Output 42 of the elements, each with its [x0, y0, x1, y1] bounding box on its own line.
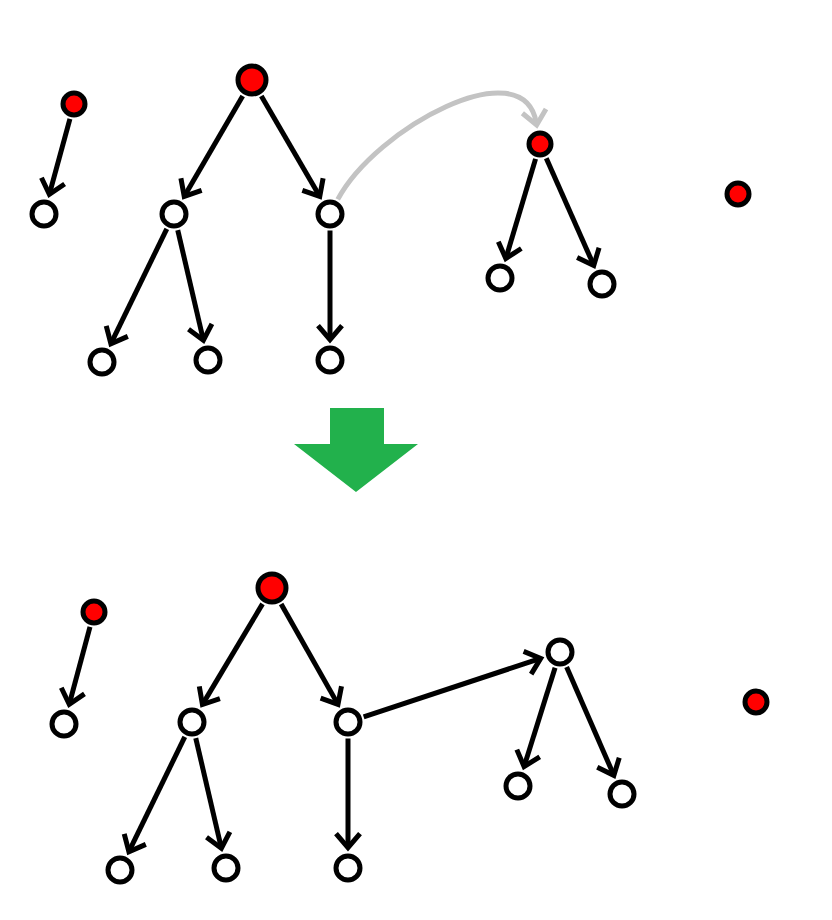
- root-node-circle: [255, 571, 289, 605]
- node-circle: [105, 855, 135, 885]
- arrow: [278, 602, 344, 708]
- node-circle: [211, 853, 241, 883]
- node-circle: [177, 707, 207, 737]
- node-circle: [193, 345, 223, 375]
- node-circle: [333, 853, 363, 883]
- arrow: [193, 737, 233, 852]
- node-circle: [485, 263, 515, 293]
- arrow: [362, 649, 545, 720]
- arrow: [103, 227, 170, 348]
- node-circle: [607, 779, 637, 809]
- root-node-circle: [724, 180, 752, 208]
- arrow: [121, 735, 188, 856]
- arrow: [496, 158, 538, 263]
- root-node-circle: [526, 130, 554, 158]
- arrow: [514, 667, 558, 771]
- node-circle: [159, 199, 189, 229]
- arrow: [316, 230, 344, 344]
- root-node-circle: [742, 688, 770, 716]
- arrow: [259, 94, 326, 200]
- node-circle: [503, 771, 533, 801]
- arrow: [335, 90, 549, 201]
- arrow: [59, 626, 93, 709]
- node-circle: [315, 199, 345, 229]
- arrow: [178, 94, 245, 200]
- arrow: [175, 229, 215, 344]
- arrow: [39, 118, 73, 199]
- node-circle: [87, 347, 117, 377]
- arrow: [196, 602, 265, 708]
- node-circle: [29, 199, 59, 229]
- node-circle: [49, 709, 79, 739]
- root-node-circle: [235, 63, 269, 97]
- arrow: [544, 157, 602, 269]
- node-circle: [315, 345, 345, 375]
- root-node-circle: [60, 90, 88, 118]
- node-circle: [333, 707, 363, 737]
- arrow: [564, 666, 622, 779]
- arrow: [334, 738, 362, 852]
- root-node-circle: [80, 598, 108, 626]
- node-circle: [545, 637, 575, 667]
- node-circle: [587, 269, 617, 299]
